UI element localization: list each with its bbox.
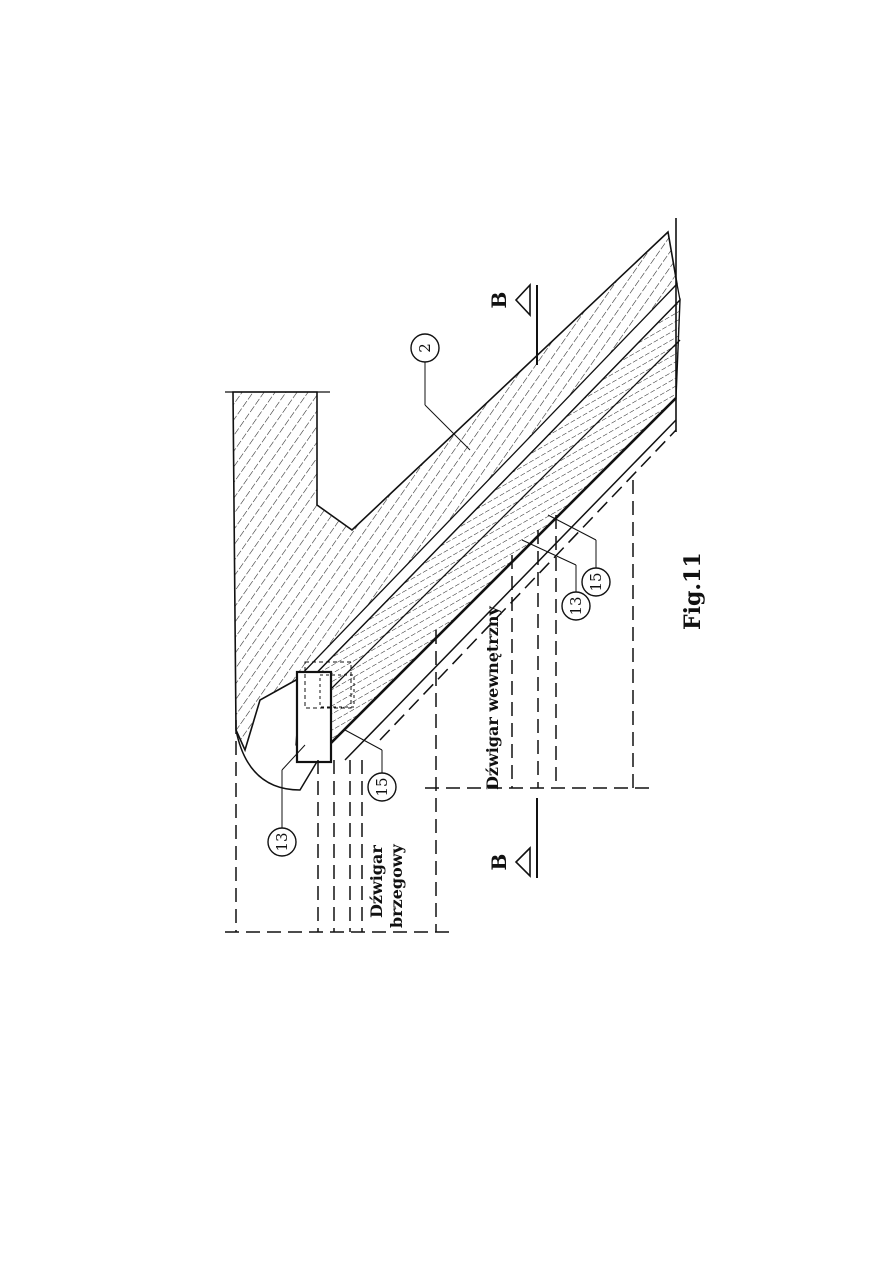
callout-circle-15b [581, 567, 611, 597]
figure-label: Fig.11 [680, 552, 706, 630]
label-edge-girder-line1: Dźwigar [367, 845, 386, 918]
girder-soffit-line [344, 419, 677, 761]
leader-2b [424, 404, 471, 451]
section-arrow-bottom [514, 846, 531, 878]
callout-circle-13a [267, 827, 297, 857]
section-marker-top: B [487, 292, 511, 309]
label-inner-girder: Dźwigar wewnętrzny [483, 606, 502, 790]
callout-circle-13b [561, 591, 591, 621]
leader-13b-b [521, 539, 577, 566]
callout-15b: 15 [587, 572, 605, 591]
callout-circle-2 [410, 333, 440, 363]
callout-2: 2 [416, 343, 434, 353]
edge-block-dashed-detail [304, 661, 352, 709]
leader-15a-b [344, 729, 383, 751]
slab-mid-line [299, 339, 681, 721]
leader-13a-b [281, 744, 306, 771]
callout-13b: 13 [567, 596, 585, 615]
callout-circle-15a [367, 772, 397, 802]
section-marker-bottom: B [487, 854, 511, 871]
section-arrow-top [514, 282, 531, 318]
callout-15a: 15 [373, 777, 391, 796]
edge-block-dashed-detail-2 [319, 674, 355, 708]
edge-rounded-profile [235, 729, 319, 791]
callout-13a: 13 [273, 832, 291, 851]
slab-bottom-line [317, 397, 677, 757]
label-edge-girder-line2: brzegowy [387, 843, 406, 928]
dashed-soffit [379, 429, 677, 741]
leader-15b-b [547, 514, 597, 541]
